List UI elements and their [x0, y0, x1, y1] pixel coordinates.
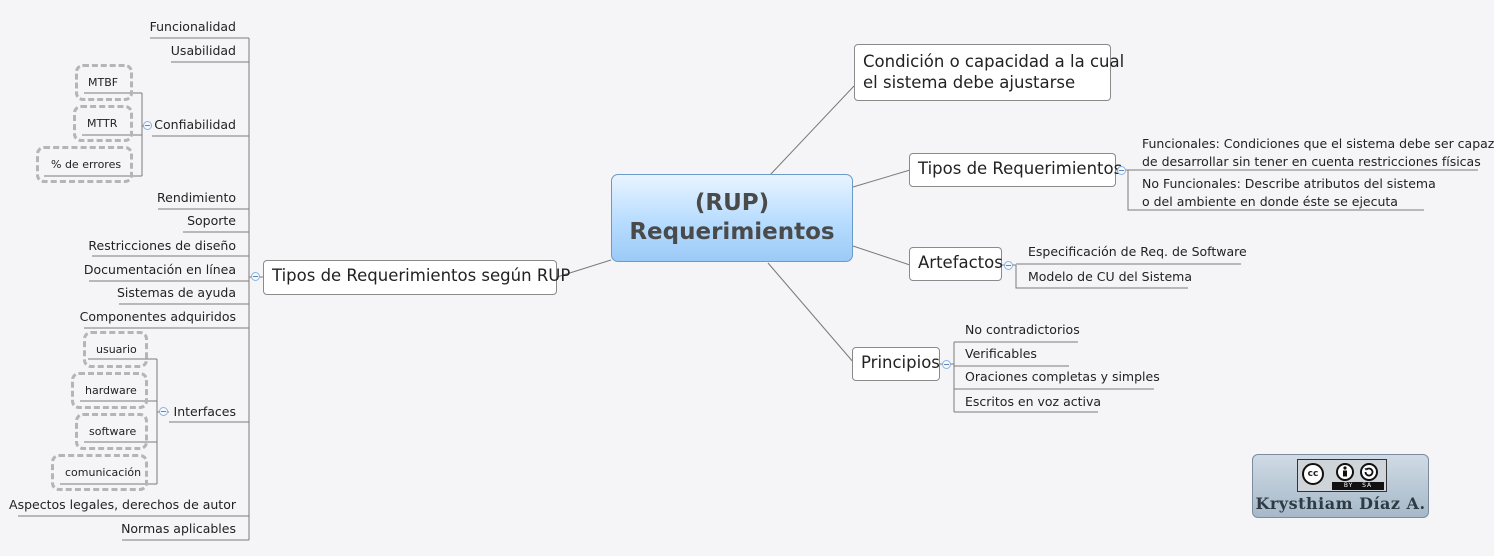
author-name: Krysthiam Díaz A. [1255, 494, 1426, 513]
share-alike-icon [1360, 463, 1378, 481]
leaf-funcionalidad[interactable]: Funcionalidad [149, 19, 236, 34]
license-badge: cc BY SA Krysthiam Díaz A. [1252, 454, 1429, 518]
software-node[interactable] [75, 413, 148, 450]
no-funcionales-line1: No Funcionales: Describe atributos del s… [1142, 176, 1436, 191]
attribution-icon [1336, 463, 1354, 481]
collapse-toggle-icon[interactable] [159, 407, 168, 416]
usuario-label: usuario [96, 343, 137, 356]
principios-label: Principios [861, 353, 940, 372]
artefacto-item[interactable]: Especificación de Req. de Software [1028, 244, 1247, 259]
leaf-soporte[interactable]: Soporte [187, 213, 236, 228]
tipos-segun-rup-node[interactable]: Tipos de Requerimientos según RUP [263, 260, 570, 295]
funcionales-line1: Funcionales: Condiciones que el sistema … [1142, 136, 1494, 151]
errores-node[interactable] [36, 146, 133, 183]
principio-item[interactable]: Escritos en voz activa [965, 394, 1102, 409]
mttr-label: MTTR [87, 117, 118, 130]
comunicacion-node[interactable] [51, 454, 148, 491]
no-funcionales-node[interactable]: No Funcionales: Describe atributos del s… [1142, 175, 1436, 211]
definition-node[interactable]: Condición o capacidad a la cual el siste… [854, 44, 1125, 101]
collapse-toggle-icon[interactable] [1004, 261, 1013, 270]
no-funcionales-line2: o del ambiente en donde éste se ejecuta [1142, 194, 1398, 209]
comunicacion-label: comunicación [65, 466, 142, 479]
collapse-toggle-icon[interactable] [251, 272, 260, 281]
funcionales-node[interactable]: Funcionales: Condiciones que el sistema … [1142, 135, 1494, 171]
leaf-restricciones[interactable]: Restricciones de diseño [88, 238, 236, 253]
central-topic-line1: (RUP) [694, 190, 770, 216]
cc-icon: cc [1302, 463, 1324, 485]
principios-node[interactable]: Principios [852, 347, 940, 381]
principio-item[interactable]: Verificables [965, 346, 1037, 361]
usuario-node[interactable] [83, 331, 148, 368]
leaf-sistemas-ayuda[interactable]: Sistemas de ayuda [116, 285, 236, 300]
funcionales-line2: de desarrollar sin tener en cuenta restr… [1142, 154, 1481, 169]
leaf-componentes[interactable]: Componentes adquiridos [79, 309, 236, 324]
tipos-segun-rup-label: Tipos de Requerimientos según RUP [272, 266, 571, 285]
leaf-confiabilidad[interactable]: Confiabilidad [154, 117, 236, 132]
artefacto-item[interactable]: Modelo de CU del Sistema [1028, 269, 1193, 284]
definition-line1: Condición o capacidad a la cual [863, 52, 1125, 71]
definition-line2: el sistema debe ajustarse [863, 73, 1076, 92]
mttr-node[interactable] [73, 105, 133, 142]
principio-item[interactable]: No contradictorios [965, 322, 1080, 337]
leaf-normas[interactable]: Normas aplicables [121, 521, 236, 536]
collapse-toggle-icon[interactable] [143, 121, 152, 130]
leaf-usabilidad[interactable]: Usabilidad [170, 43, 236, 58]
mtbf-label: MTBF [88, 76, 119, 89]
leaf-aspectos-legales[interactable]: Aspectos legales, derechos de autor [9, 497, 236, 512]
tipos-requerimientos-node[interactable]: Tipos de Requerimientos [909, 153, 1122, 187]
sa-label: SA [1362, 482, 1373, 489]
central-topic[interactable]: (RUP) Requerimientos [611, 174, 853, 262]
principio-item[interactable]: Oraciones completas y simples [965, 369, 1160, 384]
artefactos-node[interactable]: Artefactos [909, 247, 1003, 281]
tipos-requerimientos-label: Tipos de Requerimientos [918, 159, 1123, 178]
leaf-interfaces[interactable]: Interfaces [173, 404, 236, 419]
errores-label: % de errores [51, 158, 122, 171]
collapse-toggle-icon[interactable] [1117, 166, 1126, 175]
license-strip: BY SA [1332, 482, 1384, 490]
software-label: software [89, 425, 137, 438]
collapse-toggle-icon[interactable] [942, 360, 951, 369]
artefactos-label: Artefactos [918, 253, 1003, 272]
mtbf-node[interactable] [75, 64, 133, 101]
creative-commons-icon: cc BY SA [1297, 459, 1387, 492]
central-topic-line2: Requerimientos [629, 219, 835, 245]
hardware-label: hardware [85, 384, 137, 397]
hardware-node[interactable] [71, 372, 148, 409]
leaf-documentacion[interactable]: Documentación en línea [83, 262, 236, 277]
leaf-rendimiento[interactable]: Rendimiento [157, 190, 236, 205]
by-label: BY [1343, 482, 1354, 489]
